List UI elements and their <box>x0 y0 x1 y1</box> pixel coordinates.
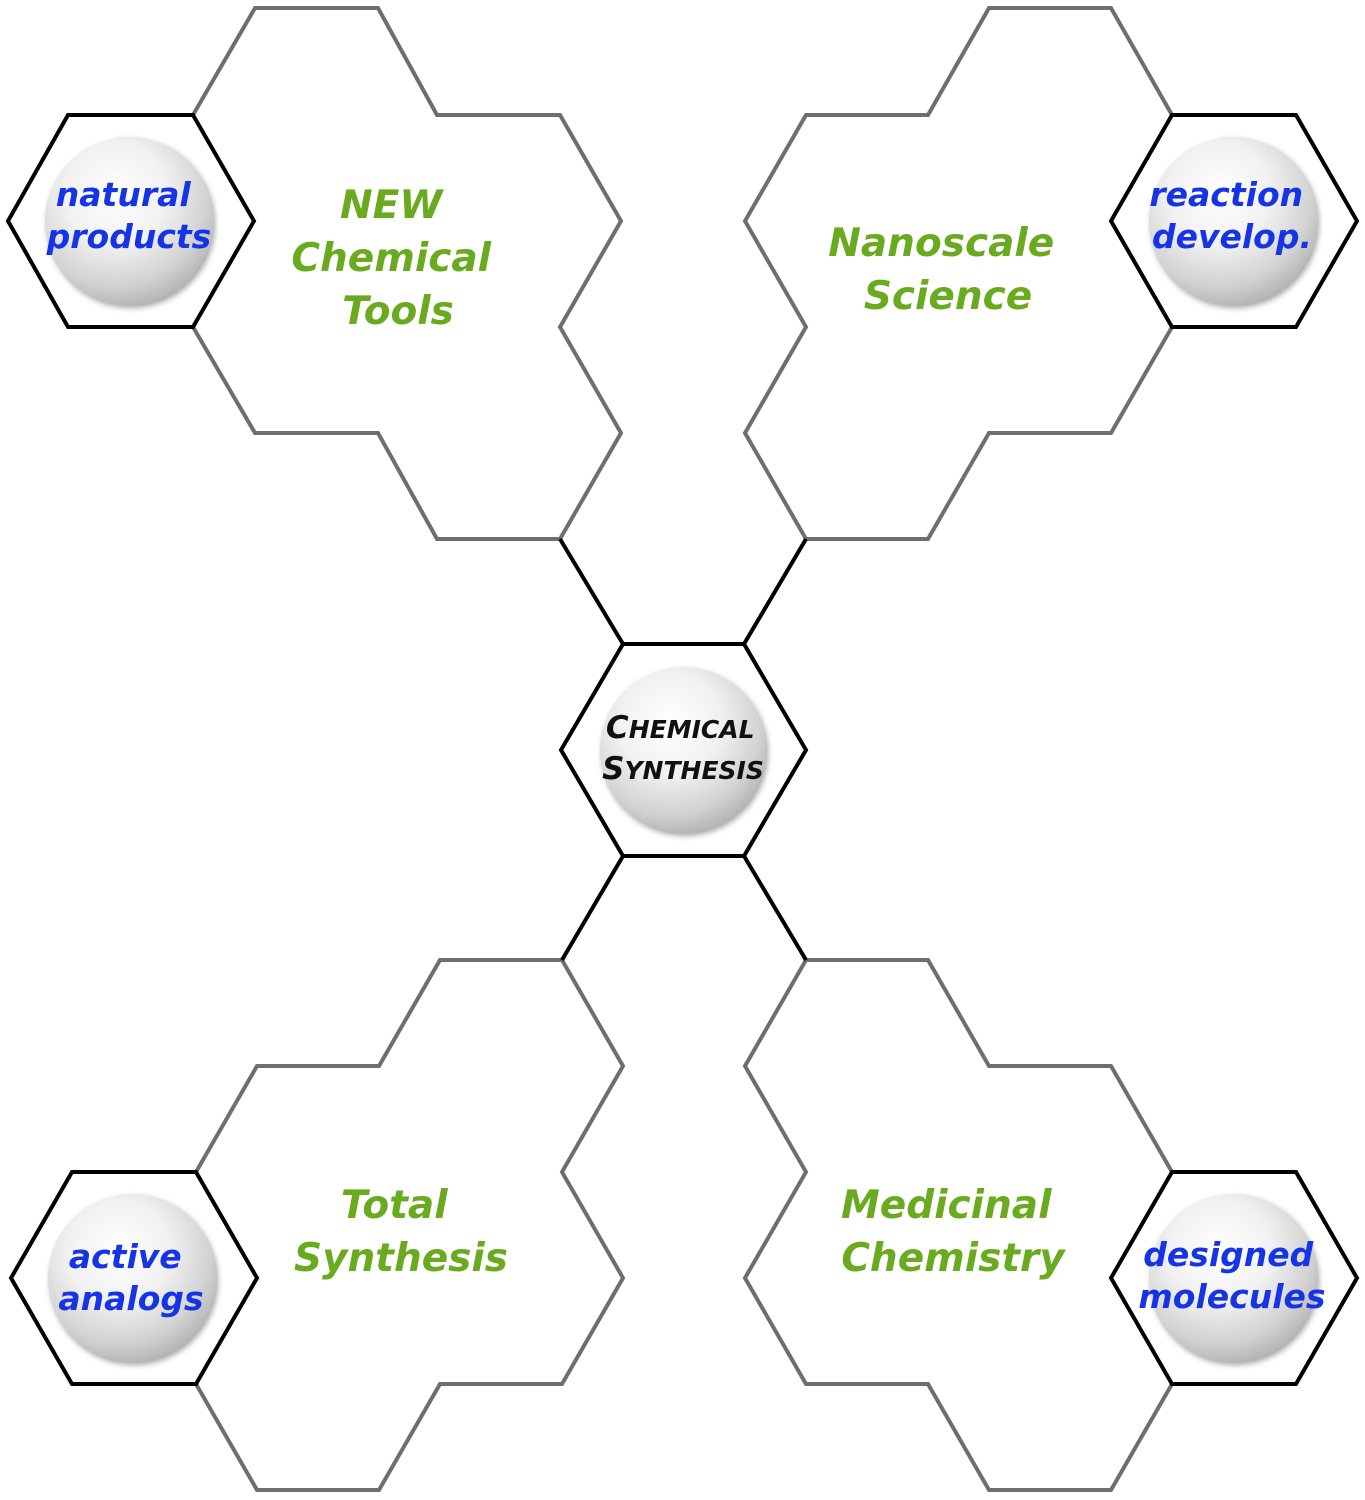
cluster-outline-medchem <box>742 958 1174 1492</box>
cluster-outline-tools <box>191 6 624 541</box>
connector-top-left <box>558 537 625 646</box>
cluster-nanoscale-science: reaction develop. Nanoscale Science <box>742 6 1360 541</box>
cluster-medicinal-chemistry: designed molecules Medicinal Chemistry <box>742 958 1360 1492</box>
connector-bottom-right <box>742 854 808 962</box>
cluster-total-synthesis: active analogs Total Synthesis <box>8 958 626 1492</box>
bead-active-analogs <box>48 1194 216 1362</box>
center-label-line2: SYNTHESIS <box>602 751 764 787</box>
topic-label-nanoscale-science: Nanoscale Science <box>828 221 1068 319</box>
center-label: CHEMICAL SYNTHESIS <box>602 710 764 787</box>
node-label-natural-products: natural products <box>46 175 212 256</box>
center-node: CHEMICAL SYNTHESIS <box>558 642 809 858</box>
connector-top-right <box>742 537 808 646</box>
cluster-outline-nano <box>742 6 1174 541</box>
topic-label-new-chemical-tools: NEW Chemical Tools <box>291 183 504 334</box>
center-label-line1: CHEMICAL <box>606 710 755 746</box>
node-label-active-analogs: active analogs <box>58 1237 203 1318</box>
bead-reaction-develop <box>1149 137 1317 305</box>
bead-designed-molecules <box>1149 1194 1317 1362</box>
node-label-reaction-develop: reaction develop. <box>1149 175 1314 256</box>
topic-label-total-synthesis: Total Synthesis <box>294 1183 508 1281</box>
connector-bottom-left <box>560 854 625 962</box>
cluster-outline-total <box>194 958 626 1492</box>
cluster-new-chemical-tools: natural products NEW Chemical Tools <box>5 6 624 541</box>
node-label-designed-molecules: designed molecules <box>1138 1235 1325 1316</box>
connectors <box>558 537 808 962</box>
topic-label-medicinal-chemistry: Medicinal Chemistry <box>841 1183 1066 1281</box>
bead-natural-products <box>45 137 213 305</box>
center-bead <box>600 667 766 833</box>
